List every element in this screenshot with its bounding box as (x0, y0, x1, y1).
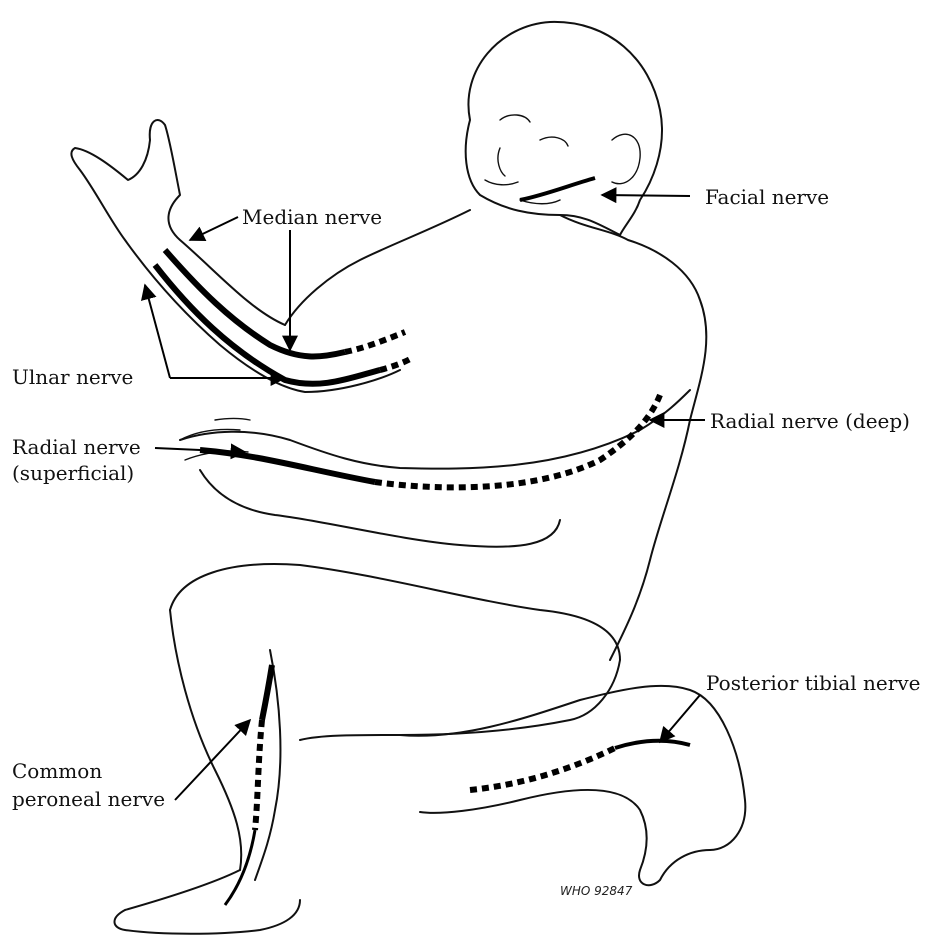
ulnar-arrow-up (145, 285, 170, 378)
facial-nerve-path (520, 178, 595, 200)
radial-superficial-label-1: Radial nerve (12, 435, 141, 459)
facial-nerve-label: Facial nerve (705, 185, 829, 209)
posterior-tibial-label: Posterior tibial nerve (706, 671, 920, 695)
posterior-tibial-dashed (470, 748, 615, 790)
front-foot (114, 870, 300, 934)
median-nerve-dashed (345, 332, 405, 352)
radial-superficial-label-2: (superficial) (12, 461, 134, 485)
labels: Facial nerve Median nerve Ulnar nerve Ra… (12, 185, 920, 898)
facial-arrow (602, 195, 690, 196)
head (466, 22, 662, 235)
ulnar-nerve-label: Ulnar nerve (12, 365, 133, 389)
posterior-tibial-arrow (660, 695, 700, 742)
posterior-tibial-path (615, 741, 690, 748)
back-leg (400, 686, 745, 885)
median-nerve-path (165, 250, 345, 356)
radial-deep-label: Radial nerve (deep) (710, 409, 910, 433)
lower-arm (180, 390, 690, 547)
median-nerve-label: Median nerve (242, 205, 382, 229)
common-peroneal-arrow (175, 720, 250, 800)
nerve-paths (155, 178, 690, 905)
radial-superficial-path (200, 450, 375, 482)
common-peroneal-path (262, 665, 272, 720)
thigh (170, 564, 620, 740)
median-arrow-1 (190, 217, 238, 240)
ulnar-nerve-path (155, 265, 380, 384)
figure-outline (71, 22, 745, 934)
ear (612, 134, 640, 184)
ulnar-nerve-dashed (380, 358, 412, 370)
common-peroneal-label-2: peroneal nerve (12, 787, 165, 811)
common-peroneal-dashed (255, 720, 262, 830)
figure-code: WHO 92847 (560, 884, 633, 898)
common-peroneal-label-1: Common (12, 759, 102, 783)
